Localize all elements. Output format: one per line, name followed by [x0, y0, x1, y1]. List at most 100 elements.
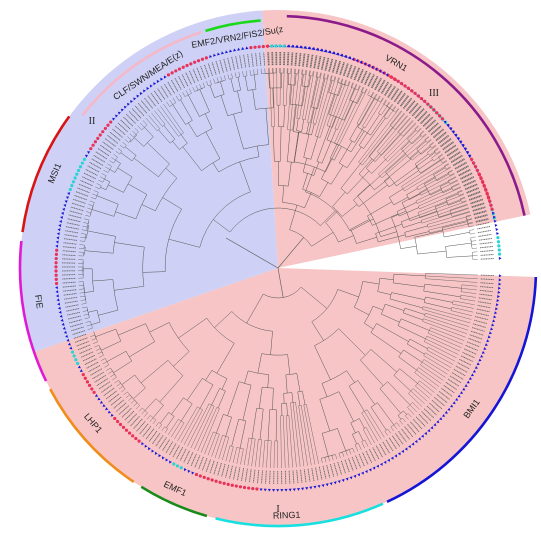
- branch: [317, 78, 326, 109]
- branch: [120, 145, 125, 149]
- leaf-marker-circle: [416, 94, 420, 98]
- leaf-marker-circle: [54, 256, 58, 261]
- branch: [220, 81, 225, 95]
- branch: [109, 169, 116, 173]
- branch-connector: [196, 128, 213, 138]
- leaf-label-line: [357, 69, 364, 82]
- branch-connector: [438, 156, 443, 164]
- branch-connector: [248, 370, 269, 375]
- leaf-marker-triangle: [325, 483, 329, 487]
- branch: [423, 318, 467, 334]
- branch-connector: [84, 247, 86, 255]
- leaf-label-line: [470, 199, 484, 205]
- branch: [209, 79, 212, 85]
- leaf-marker-triangle: [498, 278, 502, 282]
- leaf-marker-triangle: [448, 127, 452, 131]
- leaf-label-line: [174, 77, 182, 90]
- branch: [340, 163, 361, 189]
- leaf-label-line: [77, 187, 90, 194]
- branch-connector: [457, 192, 460, 196]
- branch: [247, 438, 253, 466]
- leaf-label-line: [388, 86, 396, 98]
- branch: [298, 405, 308, 466]
- branch: [461, 200, 467, 203]
- branch: [301, 74, 304, 86]
- leaf-marker-circle: [198, 474, 202, 478]
- leaf-label-line: [82, 176, 95, 183]
- branch: [84, 291, 94, 293]
- leaf-label-line: [479, 289, 493, 293]
- branch: [172, 104, 186, 125]
- branch: [82, 225, 88, 228]
- leaf-label-line: [354, 67, 361, 81]
- leaf-label-line: [476, 308, 490, 313]
- branch-connector: [315, 76, 320, 78]
- branch: [285, 374, 288, 394]
- leaf-marker-circle: [54, 252, 59, 256]
- leaf-marker-triangle: [55, 244, 59, 248]
- branch: [389, 188, 404, 198]
- branch-connector: [167, 360, 184, 376]
- branch: [397, 325, 426, 340]
- branch: [429, 222, 473, 234]
- branch: [465, 214, 471, 217]
- branch-connector: [201, 87, 205, 89]
- leaf-label-line: [114, 125, 126, 135]
- leaf-label-line: [473, 323, 486, 328]
- branch: [438, 153, 443, 158]
- branch: [94, 345, 100, 348]
- leaf-label-line: [351, 456, 358, 470]
- branch: [152, 405, 164, 418]
- branch-connector: [199, 191, 251, 248]
- leaf-marker-triangle: [368, 468, 372, 472]
- branch: [178, 317, 207, 339]
- leaf-label-line: [367, 74, 375, 87]
- leaf-marker-circle: [496, 240, 501, 244]
- branch: [319, 77, 340, 138]
- leaf-label-line: [92, 371, 104, 380]
- leaf-label-line: [288, 470, 291, 484]
- leaf-label-line: [462, 351, 475, 359]
- leaf-label-line: [458, 169, 471, 177]
- branch: [371, 159, 386, 174]
- branch-connector: [450, 307, 452, 311]
- branch: [420, 364, 444, 381]
- branch: [100, 358, 106, 361]
- leaf-label-line: [87, 165, 100, 173]
- leaf-label-line: [136, 421, 146, 432]
- leaf-label-line: [66, 222, 80, 226]
- leaf-label-line: [456, 165, 469, 173]
- leaf-label-line: [253, 469, 256, 483]
- branch-connector: [434, 206, 440, 218]
- branch: [216, 414, 224, 434]
- branch-connector: [408, 388, 414, 394]
- branch: [163, 125, 176, 140]
- leaf-marker-triangle: [397, 452, 401, 456]
- branch: [424, 283, 462, 289]
- leaf-label-line: [309, 54, 313, 68]
- branch: [118, 386, 123, 390]
- leaf-label-line: [198, 456, 204, 470]
- branch: [192, 87, 195, 92]
- leaf-marker-triangle: [494, 311, 498, 315]
- branch-connector: [424, 335, 428, 342]
- leaf-label-line: [290, 52, 293, 66]
- branch: [97, 351, 103, 355]
- leaf-marker-triangle: [486, 339, 490, 343]
- leaf-marker-circle: [483, 187, 488, 191]
- leaf-marker-triangle: [123, 105, 127, 109]
- leaf-label-line: [329, 464, 335, 477]
- branch: [367, 201, 392, 217]
- branch: [349, 218, 374, 232]
- leaf-label-line: [350, 66, 357, 79]
- branch: [287, 129, 291, 162]
- branch: [417, 383, 433, 396]
- branch: [442, 160, 447, 164]
- branch-connector: [428, 230, 430, 234]
- branch-connector: [361, 439, 365, 442]
- branch: [154, 110, 166, 125]
- branch: [332, 81, 351, 128]
- branch: [95, 348, 101, 351]
- branch: [146, 415, 151, 420]
